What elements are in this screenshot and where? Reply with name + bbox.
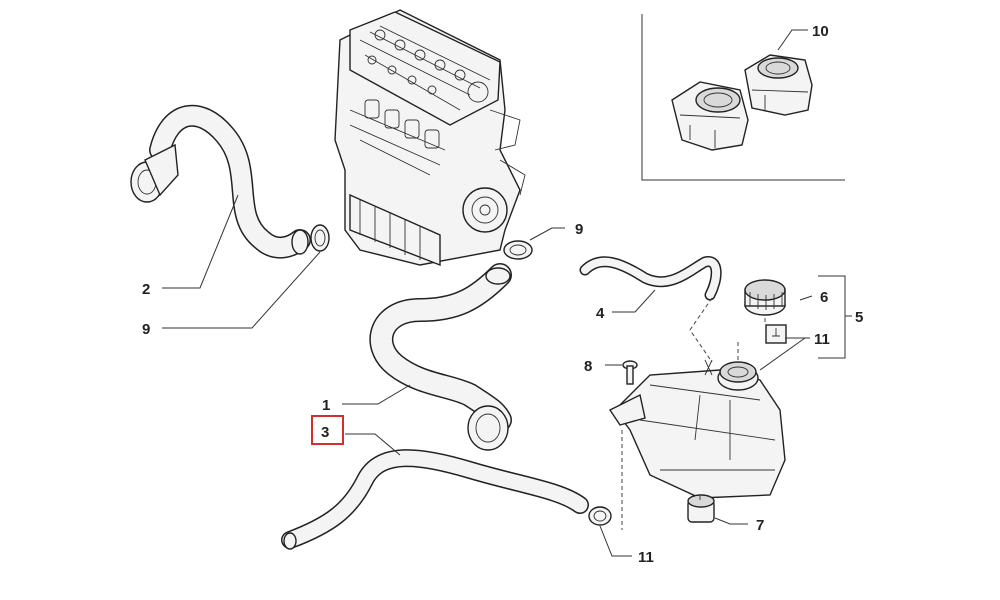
part-10-connector xyxy=(671,54,813,151)
callout-8: 8 xyxy=(584,358,592,375)
assembly-dashed-lines xyxy=(621,297,766,530)
part-7-grommet xyxy=(687,494,715,523)
part-3-hose xyxy=(281,449,589,550)
callout-5: 5 xyxy=(855,309,863,326)
callout-2: 2 xyxy=(142,281,150,298)
callout-9-left: 9 xyxy=(142,321,150,338)
callout-9-top: 9 xyxy=(575,221,583,238)
part-4-hose xyxy=(579,256,722,301)
callout-3: 3 xyxy=(321,424,329,441)
part-8-screw xyxy=(622,360,638,385)
leader-lines xyxy=(162,29,852,557)
part-9-clamp-top xyxy=(503,240,533,260)
part-9-clamp-left xyxy=(310,224,330,252)
engine-block xyxy=(334,9,526,267)
part-1-hose xyxy=(369,263,512,451)
part-5-expansion-tank xyxy=(608,359,786,499)
callout-labels: 2 9 1 9 4 6 5 11 8 7 11 10 3 xyxy=(142,23,863,566)
detail-inset-box xyxy=(641,14,845,181)
callout-11-cap: 11 xyxy=(814,331,830,348)
callout-11-bottom: 11 xyxy=(638,549,654,566)
callout-4: 4 xyxy=(596,305,605,322)
callout-10: 10 xyxy=(812,23,829,40)
callout-6: 6 xyxy=(820,289,828,306)
part-2-hose xyxy=(130,104,311,259)
highlight-box xyxy=(311,415,344,445)
part-11-clamp-bottom xyxy=(588,506,612,526)
part-11-label xyxy=(765,324,787,344)
part-6-cap xyxy=(744,279,786,316)
callout-7: 7 xyxy=(756,517,764,534)
callout-1: 1 xyxy=(322,397,330,414)
